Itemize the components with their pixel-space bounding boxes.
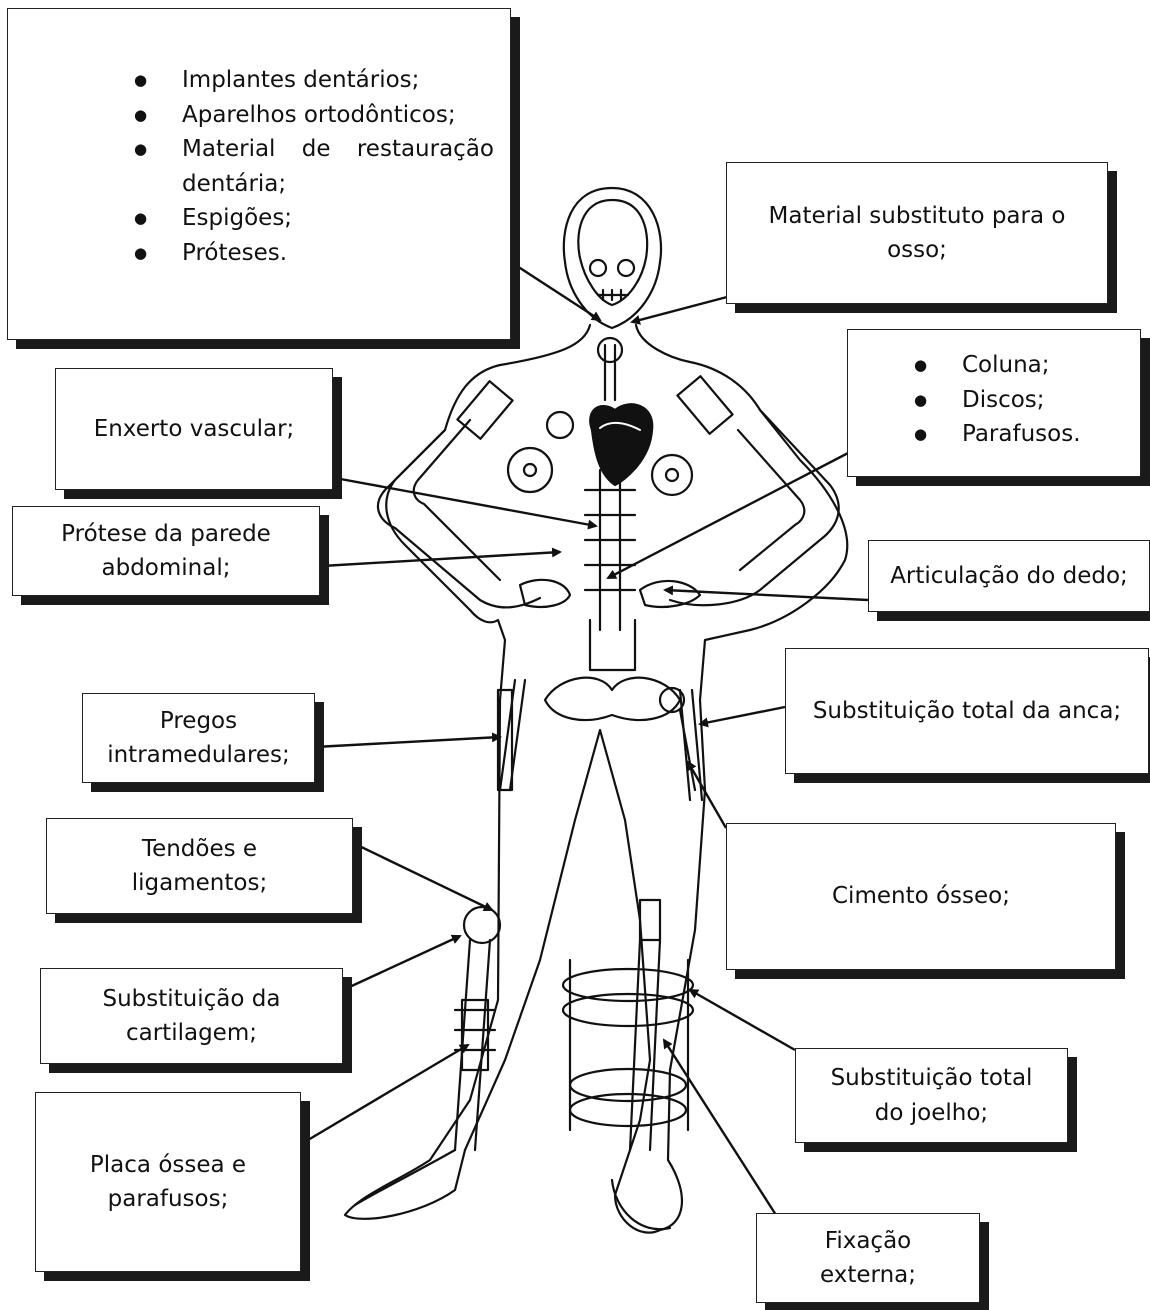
finger-joint-box: Articulação do dedo;: [868, 540, 1150, 612]
bone-plate-box: Placa óssea e parafusos;: [35, 1092, 301, 1272]
bone-substitute-label: Material substituto para o osso;: [769, 199, 1066, 268]
arrow-abdominal: [322, 552, 560, 566]
dental-applications-box: Implantes dentários; Aparelhos ortodônti…: [7, 8, 511, 340]
total-knee-box: Substituição total do joelho;: [795, 1048, 1068, 1143]
arrow-tendons: [353, 843, 492, 910]
left-knee: [464, 907, 500, 943]
list-item: Material de restauração dentária;: [178, 132, 494, 201]
arrow-hip: [700, 707, 785, 724]
spine-list: Coluna; Discos; Parafusos.: [918, 348, 1081, 452]
vascular-graft-label: Enxerto vascular;: [94, 412, 295, 447]
bone-plate-label: Placa óssea e parafusos;: [90, 1148, 246, 1217]
arrow-knee: [690, 990, 795, 1050]
external-fixation-label: Fixação externa;: [820, 1224, 916, 1293]
dental-list: Implantes dentários; Aparelhos ortodônti…: [138, 63, 494, 270]
trachea: [605, 345, 615, 400]
abdominal-wall-box: Prótese da parede abdominal;: [12, 506, 320, 596]
external-fixator: [563, 969, 693, 1001]
list-item: Espigões;: [178, 201, 494, 236]
finger-joint-label: Articulação do dedo;: [890, 559, 1128, 594]
bone-cement-label: Cimento ósseo;: [832, 879, 1010, 914]
left-arm: [378, 430, 540, 607]
list-item: Coluna;: [958, 348, 1081, 383]
total-knee-label: Substituição total do joelho;: [831, 1061, 1033, 1130]
list-item: Discos;: [958, 383, 1081, 418]
arrow-dental: [500, 255, 600, 320]
list-item: Próteses.: [178, 236, 494, 271]
arrow-vascular: [335, 478, 596, 526]
arrow-spine: [608, 452, 850, 578]
list-item: Implantes dentários;: [178, 63, 494, 98]
intramedullary-nails-box: Pregos intramedulares;: [82, 693, 315, 783]
arrow-cartilage: [343, 936, 460, 990]
list-item: Aparelhos ortodônticos;: [178, 98, 494, 133]
spine: [600, 470, 620, 630]
intramedullary-nails-label: Pregos intramedulares;: [107, 704, 290, 773]
spine-box: Coluna; Discos; Parafusos.: [847, 329, 1141, 477]
arrow-nails: [315, 737, 500, 747]
total-hip-box: Substituição total da anca;: [785, 648, 1149, 774]
bone-substitute-box: Material substituto para o osso;: [726, 162, 1108, 304]
external-fixation-box: Fixação externa;: [756, 1213, 980, 1303]
list-item: Parafusos.: [958, 417, 1081, 452]
arrow-cement: [688, 762, 726, 828]
abdominal-wall-label: Prótese da parede abdominal;: [61, 517, 271, 586]
bone-cement-box: Cimento ósseo;: [726, 823, 1116, 970]
cartilage-label: Substituição da cartilagem;: [103, 982, 281, 1051]
right-arm: [670, 410, 839, 605]
tendons-box: Tendões e ligamentos;: [46, 818, 353, 914]
tendons-label: Tendões e ligamentos;: [132, 832, 267, 901]
pacemaker: [547, 412, 573, 438]
vascular-graft-box: Enxerto vascular;: [55, 368, 333, 490]
cartilage-box: Substituição da cartilagem;: [40, 968, 343, 1064]
total-hip-label: Substituição total da anca;: [813, 694, 1121, 729]
right-hand: [640, 581, 700, 607]
